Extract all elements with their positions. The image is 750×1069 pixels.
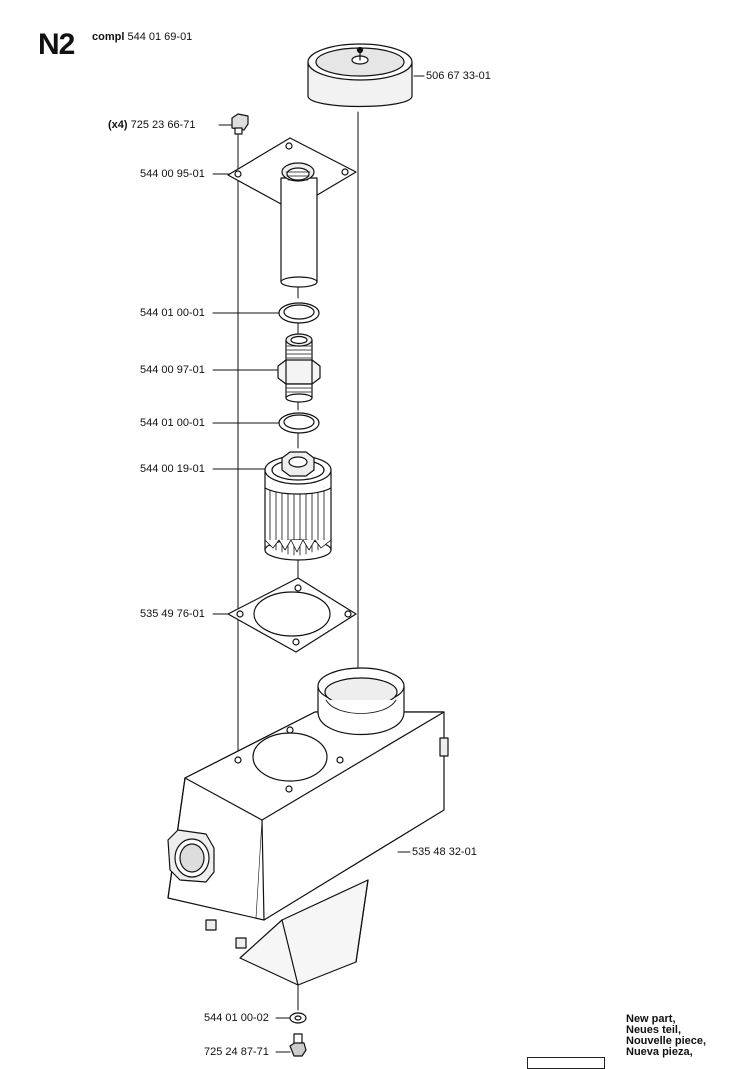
new-part-legend: New part, Neues teil, Nouvelle piece, Nu… (626, 1014, 706, 1058)
seal-upper-drawing (278, 302, 320, 324)
legend-line: Neues teil, (626, 1024, 682, 1036)
part-number: 725 24 87-71 (204, 1046, 269, 1058)
part-number: 535 49 76-01 (140, 608, 205, 620)
part-label-tank[interactable]: 535 48 32-01 (412, 846, 477, 858)
filter-drawing (264, 451, 332, 561)
washer-drawing (289, 1012, 307, 1024)
part-number: 544 00 19-01 (140, 463, 205, 475)
leader-lines (212, 75, 425, 1053)
part-number: 535 48 32-01 (412, 846, 477, 858)
part-label-bolt[interactable]: (x4) 725 23 66-71 (108, 119, 195, 131)
drain-screw-drawing (289, 1033, 307, 1057)
cap-drawing (307, 43, 413, 108)
part-label-gasket[interactable]: 535 49 76-01 (140, 608, 205, 620)
part-number: 544 00 95-01 (140, 168, 205, 180)
legend-line: Nueva pieza, (626, 1046, 693, 1058)
part-quantity: (x4) (108, 119, 128, 131)
flange-tube-drawing (227, 137, 357, 288)
part-label-drain-screw[interactable]: 725 24 87-71 (204, 1046, 269, 1058)
tank-drawing (167, 667, 449, 986)
part-number: 544 01 00-01 (140, 307, 205, 319)
part-label-cap[interactable]: 506 67 33-01 (426, 70, 491, 82)
gasket-drawing (227, 577, 357, 653)
part-number: 506 67 33-01 (426, 70, 491, 82)
part-label-flange-tube[interactable]: 544 00 95-01 (140, 168, 205, 180)
compl-word: compl (92, 31, 125, 43)
part-label-washer[interactable]: 544 01 00-02 (204, 1012, 269, 1024)
legend-line: Nouvelle piece, (626, 1035, 707, 1047)
bolt-drawing (231, 113, 249, 135)
part-label-filter[interactable]: 544 00 19-01 (140, 463, 205, 475)
part-label-seal-lower[interactable]: 544 01 00-01 (140, 417, 205, 429)
part-label-nipple[interactable]: 544 00 97-01 (140, 364, 205, 376)
seal-lower-drawing (278, 412, 320, 434)
part-number: 544 01 00-01 (140, 417, 205, 429)
legend-line: New part, (626, 1013, 676, 1025)
part-label-seal-upper[interactable]: 544 01 00-01 (140, 307, 205, 319)
part-number: 544 00 97-01 (140, 364, 205, 376)
section-code: N2 (38, 28, 75, 61)
compl-number: 544 01 69-01 (127, 31, 193, 43)
part-number: 725 23 66-71 (130, 119, 196, 131)
part-number: 544 01 00-02 (204, 1012, 269, 1024)
assembly-number: compl 544 01 69-01 (92, 31, 192, 43)
nipple-drawing (277, 333, 321, 403)
